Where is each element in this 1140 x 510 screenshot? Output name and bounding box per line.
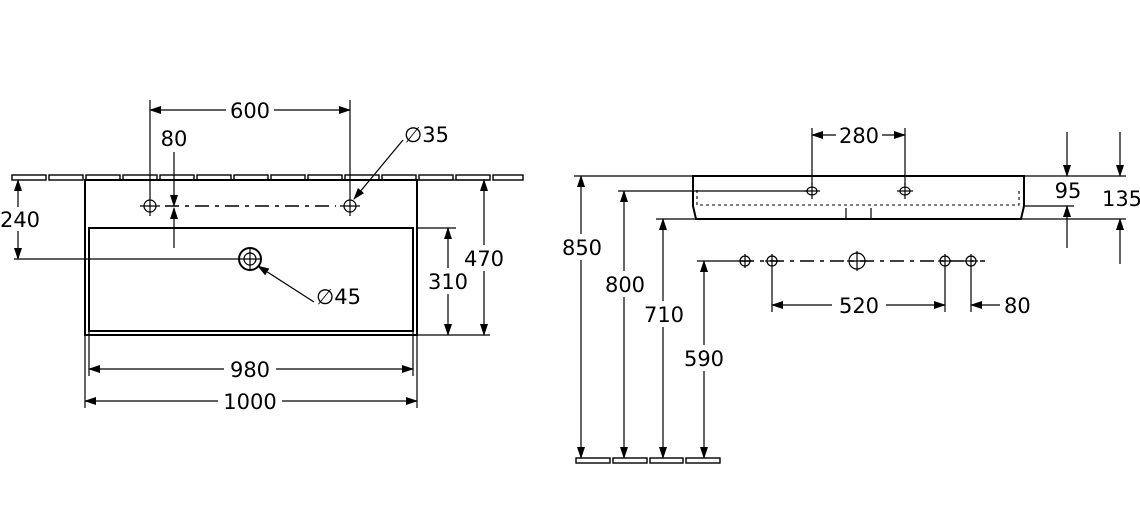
dim-rim-height: 135 (1102, 187, 1140, 211)
dim-overall-depth: 470 (464, 247, 504, 271)
dim-waste-spacing: 520 (839, 294, 879, 318)
floor-tiles (575, 457, 721, 464)
dim-drain-diameter: ∅45 (316, 285, 361, 309)
waste-point-1 (738, 254, 752, 268)
dim-bowl-depth: 310 (428, 270, 468, 294)
dim-tap-offset: 80 (161, 127, 188, 151)
dim-waste-offset: 80 (1004, 294, 1031, 318)
side-view: 280 850 800 710 590 (560, 124, 1140, 464)
dim-overall-width: 1000 (223, 390, 276, 414)
tap-hole-right (340, 196, 360, 216)
dim-tap-spacing: 600 (230, 99, 270, 123)
top-view: 600 80 ∅35 ∅45 240 310 470 980 (0, 99, 524, 414)
dim-height-bowl-bottom: 710 (644, 303, 684, 327)
dim-height-tap: 800 (605, 273, 645, 297)
dim-height-top: 850 (562, 236, 602, 260)
waste-point-3 (938, 254, 952, 268)
dim-tap-hole-diameter: ∅35 (404, 123, 449, 147)
waste-point-2 (765, 254, 779, 268)
basin-outline (84, 179, 418, 336)
bowl-outline (88, 227, 414, 332)
tap-hole-left (140, 196, 160, 216)
waste-center (847, 251, 867, 271)
dim-drain-offset: 240 (0, 208, 40, 232)
tap-hole-side-right (897, 183, 913, 199)
basin-profile (692, 175, 1025, 220)
dim-inner-width: 980 (230, 358, 270, 382)
dim-tap-spacing-side: 280 (839, 124, 879, 148)
waste-point-4 (964, 254, 978, 268)
drain-icon (238, 247, 262, 271)
dim-basin-depth: 95 (1055, 179, 1082, 203)
dim-height-waste: 590 (684, 347, 724, 371)
